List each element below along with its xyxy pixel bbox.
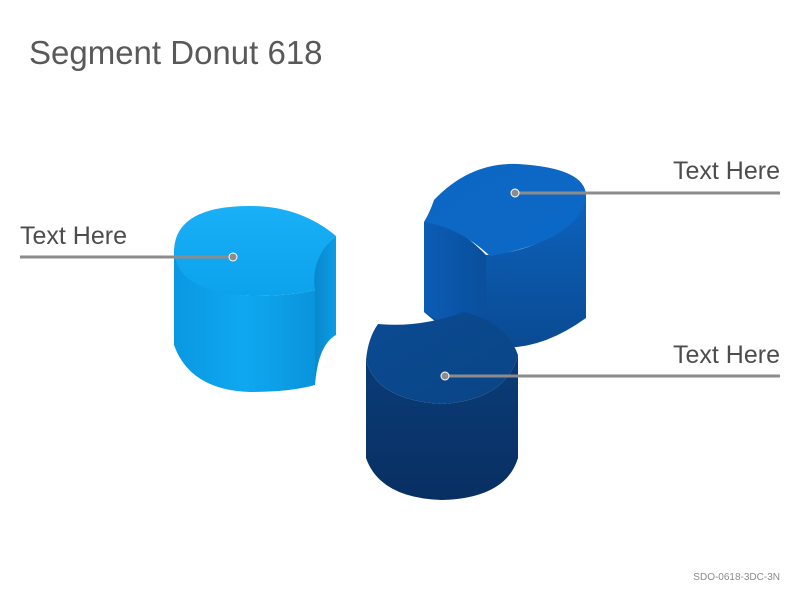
segment-label-top-right: Text Here xyxy=(673,157,780,185)
segment-label-bottom-right: Text Here xyxy=(673,341,780,369)
segment-mid-top xyxy=(424,163,586,256)
segment-light-cut-face xyxy=(312,236,336,385)
leader-dot-bottom-right xyxy=(440,371,450,381)
segment-label-left: Text Here xyxy=(20,222,127,250)
segment-light-top xyxy=(174,206,336,296)
leader-dot-left xyxy=(228,252,238,262)
page-title: Segment Donut 618 xyxy=(29,34,323,71)
segment-dark xyxy=(366,312,518,500)
segment-light-side xyxy=(174,250,315,392)
leader-dot-top-right xyxy=(510,188,520,198)
segment-dark-top xyxy=(366,312,518,404)
segment-dark-side xyxy=(366,355,518,500)
leader-dots xyxy=(228,188,520,381)
slide-code: SDO-0618-3DC-3N xyxy=(693,572,780,583)
segment-light xyxy=(174,206,336,392)
leader-lines xyxy=(20,191,780,378)
